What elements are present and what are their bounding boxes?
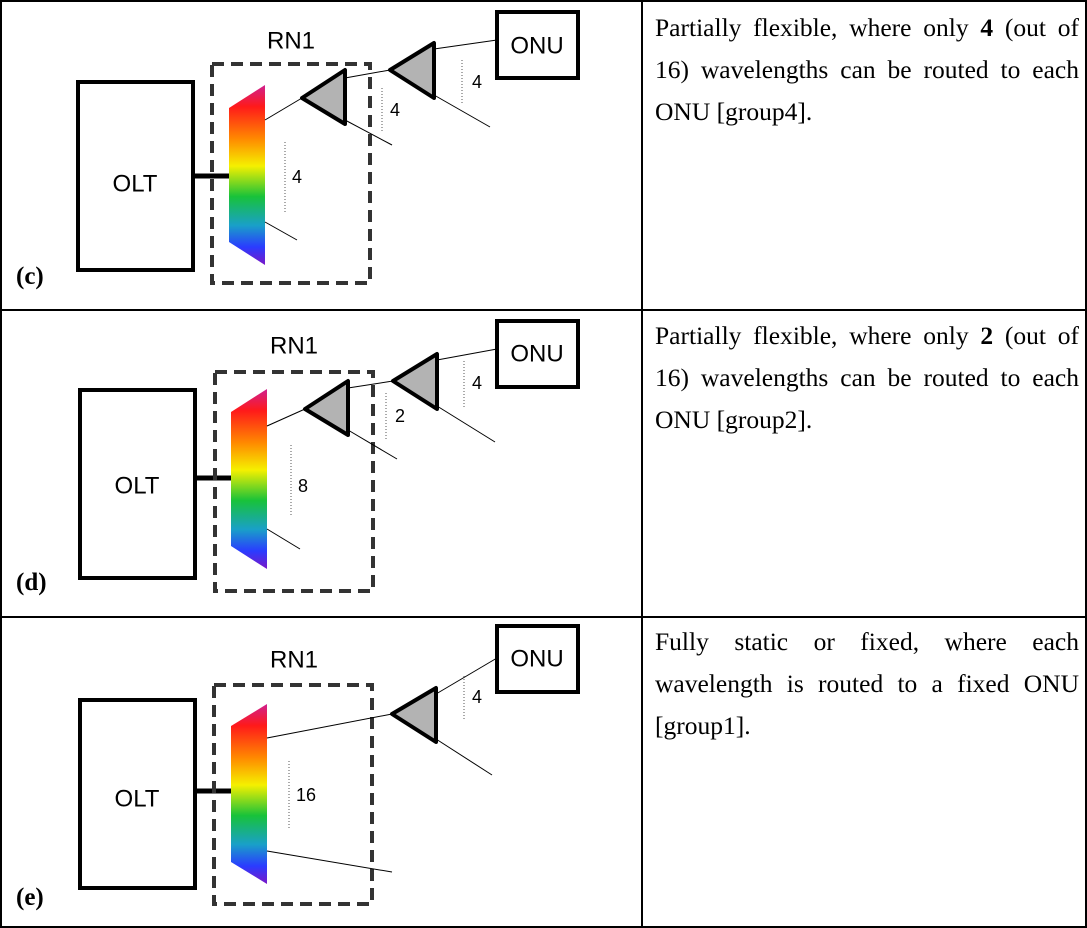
- awg-spectrum-icon: [231, 704, 267, 884]
- awg-output-fiber: [266, 408, 306, 427]
- onu-box: [495, 624, 580, 694]
- splitter-output-fiber: [436, 348, 498, 361]
- splitter-output-fiber: [347, 429, 398, 460]
- table-row-divider: [0, 616, 1087, 618]
- awg-output-fiber: [266, 713, 393, 739]
- table-border-bottom: [0, 926, 1087, 928]
- rn-label: RN1: [270, 646, 318, 673]
- splitter-icon: [391, 352, 439, 411]
- splitter-port-count: 2: [395, 406, 405, 426]
- splitter-port-count: 4: [390, 100, 400, 120]
- rn-boundary: [212, 683, 374, 906]
- awg-port-count: 16: [296, 785, 316, 805]
- row-label: (d): [16, 569, 47, 596]
- awg-spectrum-icon: [231, 389, 267, 569]
- splitter-output-fiber: [433, 94, 491, 128]
- awg-spectrum-icon: [229, 85, 265, 265]
- onu-label: ONU: [510, 32, 563, 59]
- splitter-port-count: 4: [472, 687, 482, 707]
- awg-output-fiber: [264, 97, 303, 121]
- diagram-row-c: OLT RN1 4 4 4 ONU (c): [16, 10, 580, 290]
- table-border-left: [0, 0, 2, 928]
- onu-box: [495, 10, 580, 80]
- description-text: Partially flexible, where only: [655, 13, 981, 42]
- description-text: (out of 16) wavelengths can be routed to…: [655, 13, 1079, 126]
- splitter-output-fiber: [435, 657, 498, 695]
- description-text: Fully static or fixed, where each wavele…: [655, 627, 1079, 740]
- olt-box: [78, 698, 197, 890]
- olt-label: OLT: [115, 785, 160, 812]
- table-border-right: [1085, 0, 1087, 928]
- row-label: (e): [16, 884, 44, 911]
- description-text: Partially flexible, where only: [655, 321, 981, 350]
- description-text: (out of 16) wavelengths can be routed to…: [655, 321, 1079, 434]
- table-border-top: [0, 0, 1087, 2]
- awg-output-fiber: [266, 528, 301, 550]
- table-column-divider: [641, 0, 643, 928]
- olt-label: OLT: [115, 472, 160, 499]
- splitter-output-fiber: [347, 380, 394, 389]
- description-row-c: Partially flexible, where only 4 (out of…: [655, 7, 1079, 133]
- splitter-output-fiber: [344, 119, 393, 146]
- splitter-icon: [303, 379, 350, 437]
- splitter-output-fiber: [435, 738, 493, 776]
- row-label: (c): [16, 263, 44, 290]
- description-highlight: 4: [980, 13, 994, 42]
- splitter-port-count: 4: [472, 373, 482, 393]
- splitter-output-fiber: [433, 39, 498, 50]
- rn-label: RN1: [270, 332, 318, 359]
- awg-output-fiber: [266, 850, 393, 873]
- splitter-icon: [388, 41, 436, 100]
- onu-label: ONU: [510, 340, 563, 367]
- table-row-divider: [0, 309, 1087, 311]
- rn-boundary: [213, 370, 375, 593]
- awg-port-count: 8: [298, 476, 308, 496]
- onu-box: [495, 319, 580, 389]
- olt-label: OLT: [113, 170, 158, 197]
- awg-port-count: 4: [292, 167, 302, 187]
- onu-label: ONU: [510, 645, 563, 672]
- awg-output-fiber: [264, 221, 298, 241]
- splitter-icon: [390, 686, 438, 744]
- splitter-output-fiber: [436, 405, 496, 443]
- rn-boundary: [210, 62, 372, 285]
- diagram-row-d: OLT RN1 8 2 4 ONU (d): [16, 319, 580, 596]
- description-highlight: 2: [980, 321, 994, 350]
- rn-label: RN1: [267, 27, 315, 54]
- splitter-port-count: 4: [472, 72, 482, 92]
- diagram-row-e: OLT RN1 16 4 ONU (e): [16, 624, 580, 911]
- splitter-output-fiber: [344, 69, 391, 79]
- description-row-e: Fully static or fixed, where each wavele…: [655, 621, 1079, 747]
- olt-box: [78, 388, 197, 580]
- description-row-d: Partially flexible, where only 2 (out of…: [655, 315, 1079, 441]
- splitter-icon: [300, 68, 347, 126]
